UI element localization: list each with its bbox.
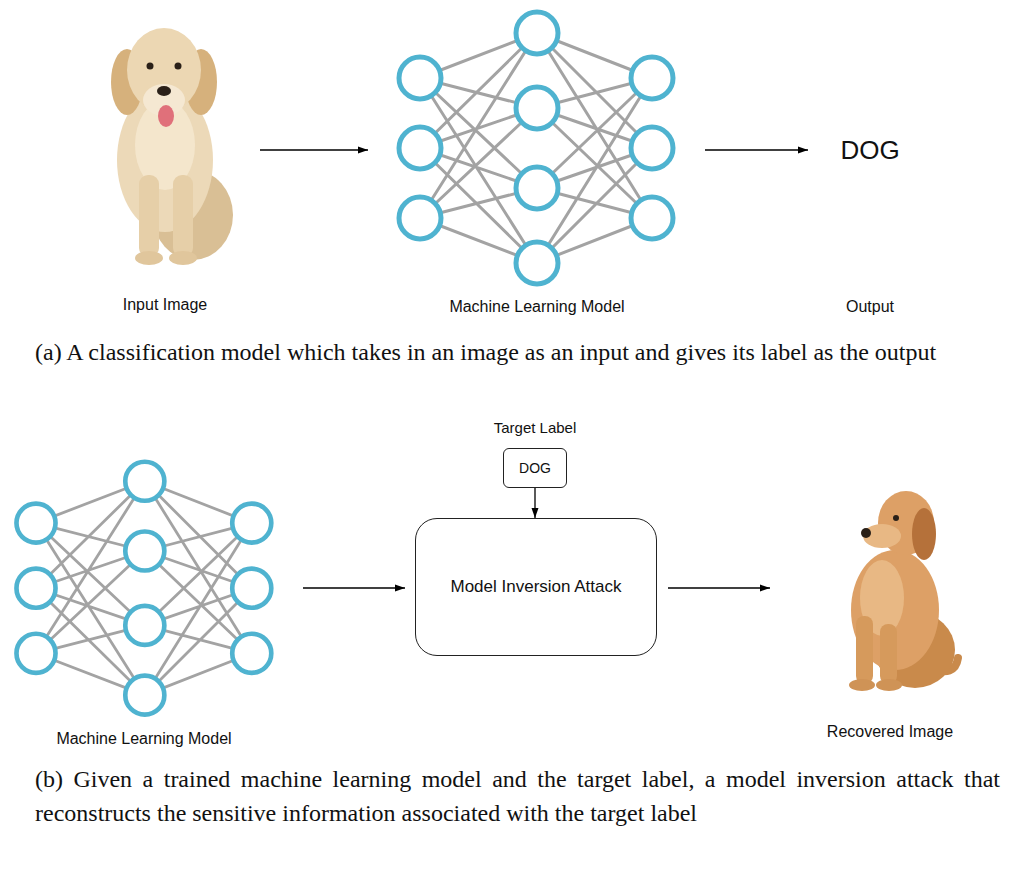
recovered-dog-image [849,491,958,691]
arrow-connector [668,587,770,588]
caption-label: Input Image [123,296,208,314]
process-box: Model Inversion Attack [415,518,657,656]
arrow-connector [534,488,535,518]
caption-label: Machine Learning Model [56,730,231,748]
model-node: Machine Learning Model [14,458,274,720]
figure-caption: (a) A classification model which takes i… [35,335,1000,369]
neural-network [399,12,673,284]
dog-photo [111,28,233,265]
caption-label: Machine Learning Model [449,298,624,316]
node-label: DOG [840,135,899,166]
image-node: Input Image [95,10,235,268]
figure-caption: (b) Given a trained machine learning mod… [35,762,1000,830]
model-node: Machine Learning Model [396,8,678,288]
node-label: Model Inversion Attack [450,577,621,597]
arrow-connector [705,149,808,150]
node-label: DOG [519,460,551,476]
caption-label: Target Label [494,419,577,436]
image-node: Recovered Image [820,478,960,693]
caption-label: Output [846,298,894,316]
caption-label: Recovered Image [827,723,953,741]
neural-network [16,462,271,715]
label-box: Target LabelDOG [503,448,567,488]
arrow-connector [303,587,405,588]
arrow-connector [260,149,368,150]
output-node: DOGOutput [830,128,910,172]
